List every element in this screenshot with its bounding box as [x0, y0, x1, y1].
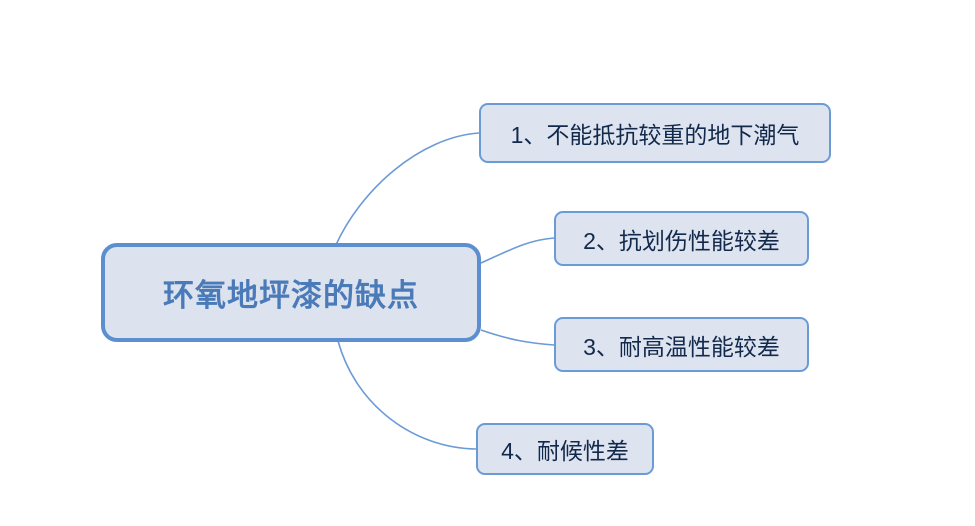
connector-root-to-branch-3 — [480, 329, 555, 346]
connector-root-to-branch-2 — [480, 237, 555, 264]
branch-node-2[interactable]: 2、抗划伤性能较差 — [554, 211, 809, 266]
branch-node-1[interactable]: 1、不能抵抗较重的地下潮气 — [479, 103, 831, 163]
branch-node-3[interactable]: 3、耐高温性能较差 — [554, 317, 809, 372]
connector-root-to-branch-1 — [334, 132, 480, 248]
connector-root-to-branch-4 — [337, 340, 477, 450]
branch-node-4[interactable]: 4、耐候性差 — [476, 423, 654, 475]
root-node[interactable]: 环氧地坪漆的缺点 — [101, 243, 481, 342]
